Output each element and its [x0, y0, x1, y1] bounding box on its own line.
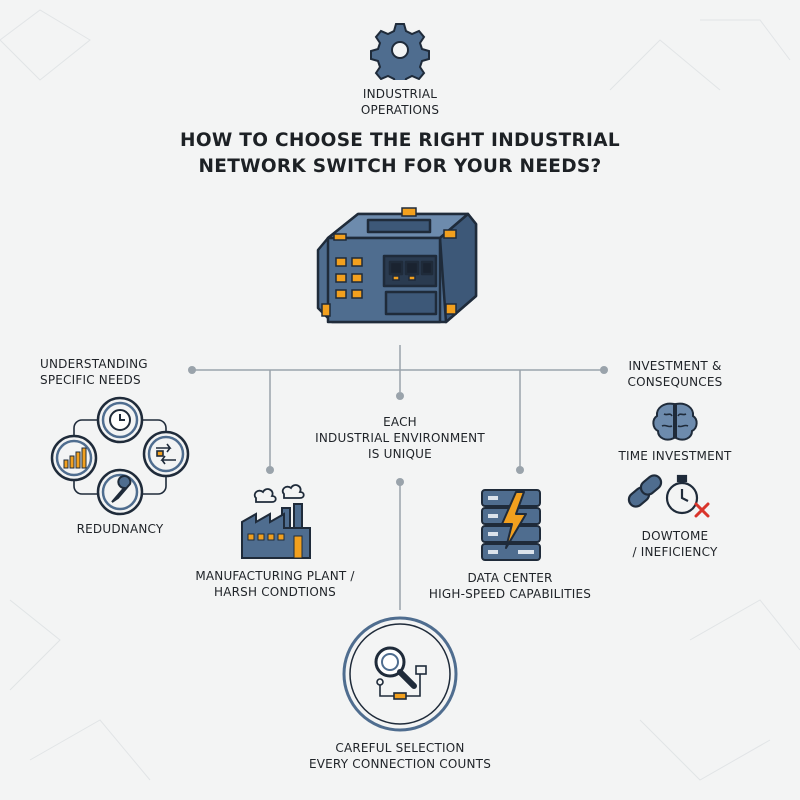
connector-lines [192, 345, 604, 610]
lightning-icon [501, 491, 527, 549]
chain-link-icon [627, 474, 663, 508]
time-investment-label: TIME INVESTMENT [618, 449, 732, 463]
manufacturing-label: MANUFACTURING PLANT / HARSH CONDTIONS [195, 569, 355, 599]
magnifier-icon [374, 646, 417, 689]
downtime-label: DOWTOME / INEFICIENCY [632, 529, 718, 559]
flow-diagram-icon [376, 665, 427, 700]
datacenter-label: DATA CENTER HIGH-SPEED CAPABILITIES [428, 571, 592, 601]
environment-unique-text: EACH INDUSTRIAL ENVIRONMENT IS UNIQUE [315, 415, 485, 461]
understanding-needs-heading: UNDERSTANDING SPECIFIC NEEDS [40, 357, 148, 387]
category-label: INDUSTRIAL OPERATIONS [360, 87, 440, 117]
connector-node [266, 466, 274, 474]
factory-icon [241, 484, 311, 559]
server-rack-icon [481, 489, 541, 561]
connector-node [396, 478, 404, 486]
careful-selection-icon [342, 616, 458, 732]
connector-node [516, 466, 524, 474]
background-pattern [0, 9, 800, 781]
connector-node [600, 366, 608, 374]
redundancy-label: REDUDNANCY [76, 522, 164, 536]
clock-icon [109, 409, 131, 431]
stopwatch-icon [665, 474, 699, 515]
investment-heading: INVESTMENT & CONSEQUNCES [627, 359, 723, 389]
swap-arrows-icon [156, 443, 176, 465]
brain-icon [652, 402, 698, 441]
connector-node [188, 366, 196, 374]
connector-node [396, 392, 404, 400]
wrench-icon [111, 475, 132, 503]
needs-cycle-diagram [50, 396, 190, 516]
downtime-icon-group [627, 474, 710, 518]
bar-chart-icon [63, 447, 87, 469]
page-title: HOW TO CHOOSE THE RIGHT INDUSTRIAL NETWO… [180, 130, 620, 177]
network-switch-icon [316, 207, 478, 324]
x-mark-icon [694, 502, 710, 518]
careful-selection-label: CAREFUL SELECTION EVERY CONNECTION COUNT… [308, 741, 492, 771]
gear-icon [370, 23, 430, 80]
